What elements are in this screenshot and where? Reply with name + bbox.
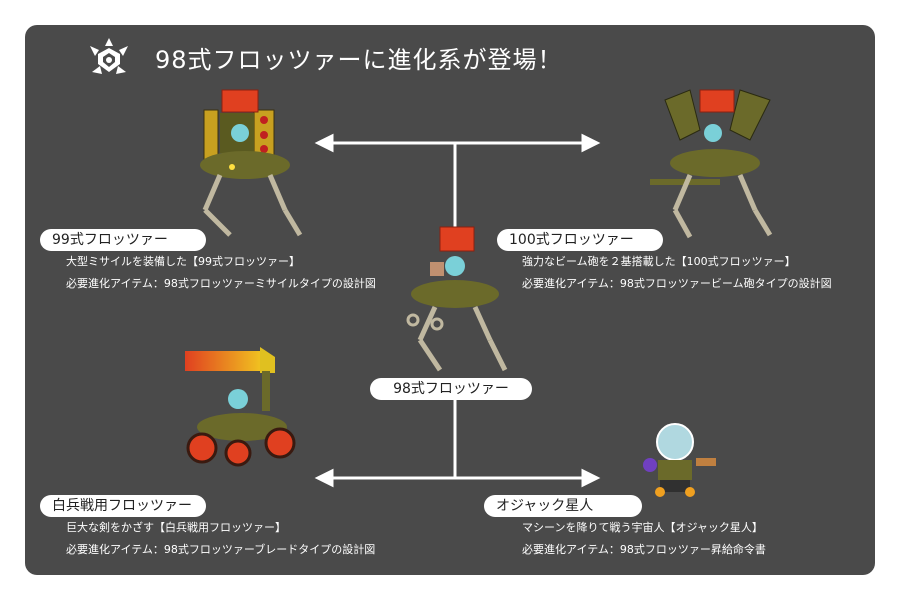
mech-emblem-icon [90,38,128,74]
melee-name-label: 白兵戦用フロッツァー [40,495,206,517]
type98-name-label: 98式フロッツァー [370,378,532,400]
ojack-description: マシーンを降りて戦う宇宙人【オジャック星人】 [522,521,763,534]
type100-flotzer-sprite [650,89,773,239]
type98-flotzer-sprite [406,226,508,372]
type99-description: 大型ミサイルを装備した【99式フロッツァー】 [66,255,300,268]
ojack-name-label: オジャック星人 [484,495,642,517]
ojack-required-item: 必要進化アイテム：98式フロッツァー昇給命令書 [522,543,766,556]
type100-required-item: 必要進化アイテム：98式フロッツァービーム砲タイプの設計図 [522,277,832,290]
type99-flotzer-sprite [200,89,303,237]
melee-flotzer-sprite [185,347,296,467]
type100-description: 強力なビーム砲を２基搭載した【100式フロッツァー】 [522,255,796,268]
type99-name-label: 99式フロッツァー [40,229,206,251]
type100-name-label: 100式フロッツァー [497,229,663,251]
type99-required-item: 必要進化アイテム：98式フロッツァーミサイルタイプの設計図 [66,277,376,290]
ojack-alien-sprite [643,423,716,497]
page-title: 98式フロッツァーに進化系が登場！ [155,46,563,74]
melee-description: 巨大な剣をかざす【白兵戦用フロッツァー】 [66,521,286,534]
melee-required-item: 必要進化アイテム：98式フロッツァーブレードタイプの設計図 [66,543,376,556]
